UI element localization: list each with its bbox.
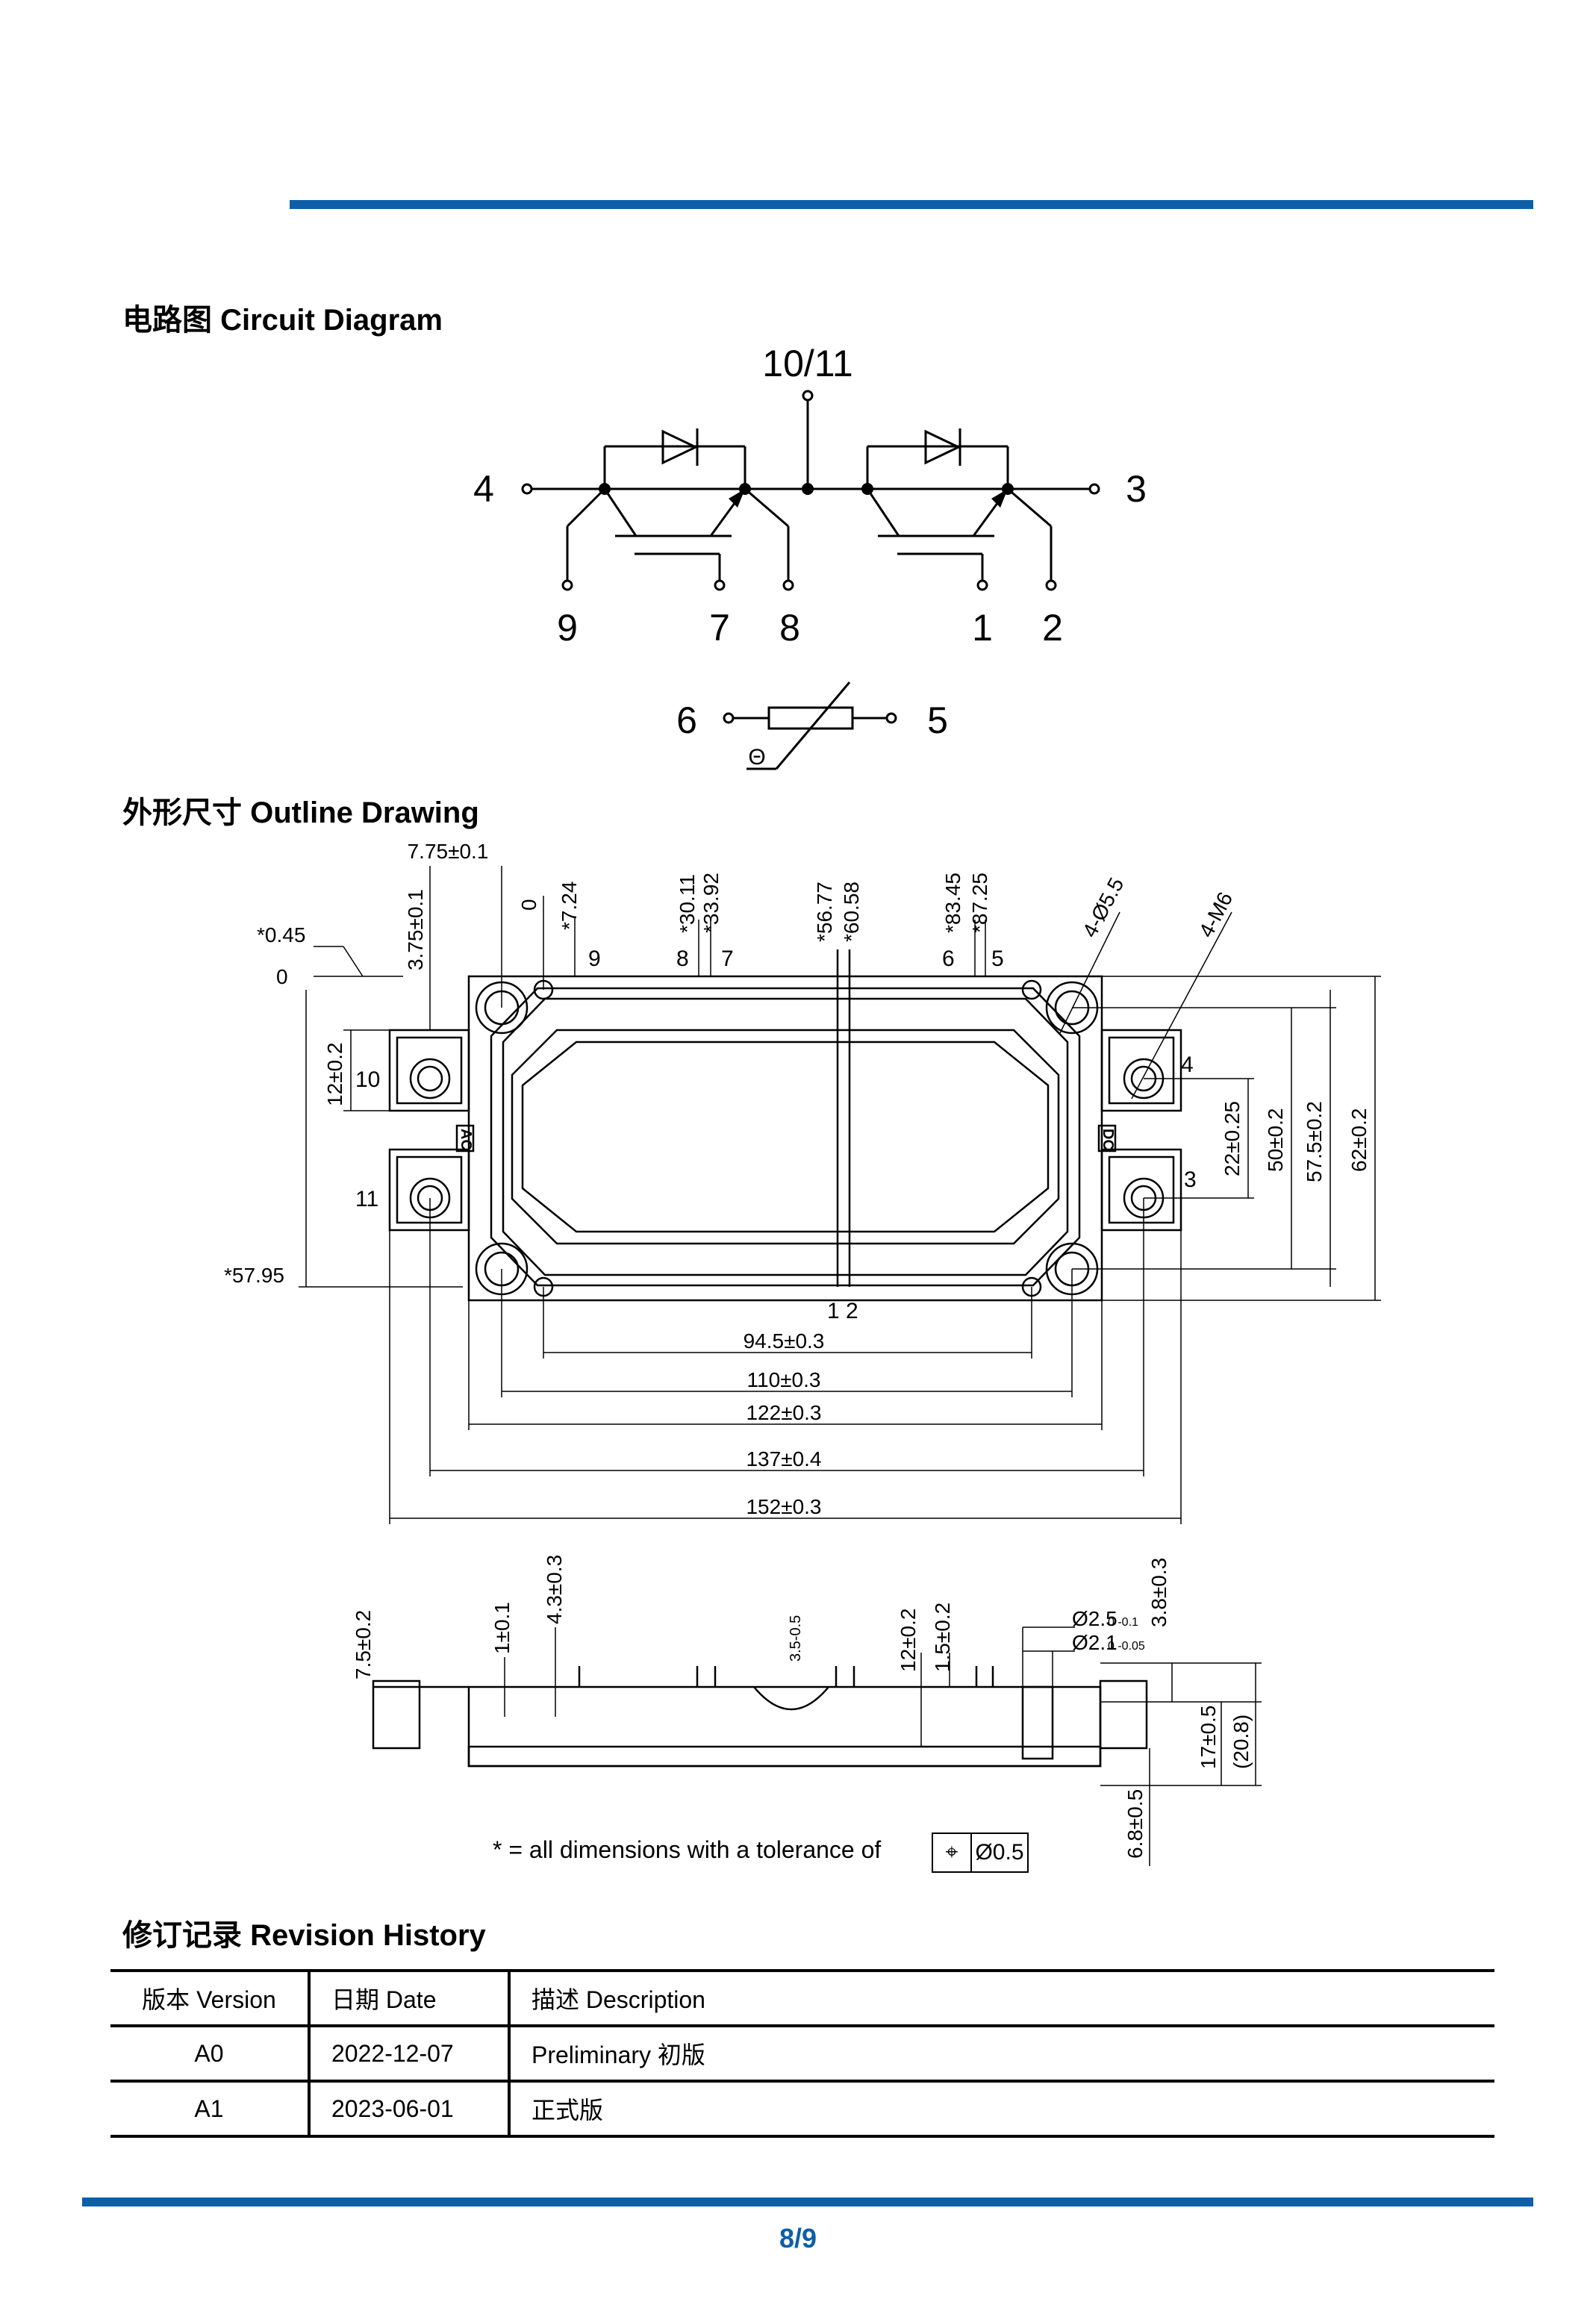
pin-label-4: 4: [473, 468, 494, 510]
dim-94-5: 94.5±0.3: [744, 1329, 825, 1353]
pin-label-10-11: 10/11: [762, 343, 852, 384]
side-dim-d2-1: Ø2.1: [1072, 1631, 1117, 1654]
footer-rule: [82, 2198, 1533, 2206]
dim-22: 22±0.25: [1221, 1101, 1244, 1176]
dim-50: 50±0.2: [1264, 1108, 1287, 1172]
dim-33-92: *33.92: [699, 873, 723, 933]
ac-label: AC: [458, 1129, 474, 1150]
outline-pin-9: 9: [588, 946, 601, 971]
dim-57-5: 57.5±0.2: [1303, 1101, 1326, 1182]
dim-3-75: 3.75±0.1: [404, 889, 427, 970]
page-number: 8/9: [779, 2223, 817, 2253]
circuit-diagram-title: 电路图 Circuit Diagram: [122, 304, 443, 337]
tolerance-note: * = all dimensions with a tolerance of: [493, 1836, 882, 1863]
position-tolerance-icon: ⌖: [933, 1834, 972, 1871]
side-dim-d2-1-tol: 0 -0.05: [1108, 1640, 1145, 1653]
cell-date: 2023-06-01: [308, 2081, 509, 2138]
dim-57-95: *57.95: [224, 1264, 284, 1287]
pin-label-5: 5: [927, 699, 948, 741]
cell-date: 2022-12-07: [308, 2026, 509, 2083]
position-tolerance-value: Ø0.5: [975, 1840, 1024, 1865]
outline-pin-8: 8: [676, 946, 689, 971]
dim-7-75: 7.75±0.1: [408, 840, 489, 863]
outline-pin-3: 3: [1184, 1167, 1197, 1192]
side-dim-1-5: 1.5±0.2: [931, 1603, 954, 1672]
dim-152: 152±0.3: [746, 1495, 821, 1518]
side-dim-6-8: 6.8±0.5: [1123, 1789, 1147, 1859]
dim-83-45: *83.45: [941, 873, 964, 933]
header-version: 版本 Version: [110, 1969, 309, 2027]
outline-pin-10: 10: [355, 1067, 380, 1092]
dc-label: DC: [1100, 1129, 1116, 1150]
revision-history-table: 版本 Version 日期 Date 描述 Description A0 202…: [110, 1969, 1494, 2138]
pin-label-2: 2: [1042, 607, 1063, 649]
pin-label-3: 3: [1126, 468, 1147, 510]
side-dim-17: 17±0.5: [1197, 1706, 1220, 1769]
dim-zero-top: 0: [517, 899, 540, 911]
dim-0-45: *0.45: [257, 923, 305, 946]
outline-pin-5: 5: [991, 946, 1004, 971]
thermistor-theta: Θ: [748, 745, 765, 770]
dim-62: 62±0.2: [1347, 1108, 1371, 1172]
outline-pin-11: 11: [355, 1187, 378, 1211]
header-rule: [290, 200, 1533, 209]
dim-110: 110±0.3: [747, 1368, 821, 1391]
dim-137: 137±0.4: [746, 1447, 821, 1470]
pin-label-1: 1: [972, 607, 993, 649]
dim-7-24: *7.24: [558, 882, 581, 930]
side-dim-d2-5: Ø2.5: [1072, 1607, 1117, 1630]
revision-history-title: 修订记录 Revision History: [122, 1919, 486, 1952]
header-date: 日期 Date: [308, 1969, 509, 2027]
cell-version: A0: [110, 2026, 309, 2083]
dim-30-11: *30.11: [676, 874, 699, 933]
outline-pin-7: 7: [721, 946, 734, 971]
dim-56-77: *56.77: [813, 882, 836, 942]
outline-drawing-title: 外形尺寸 Outline Drawing: [122, 796, 479, 829]
outline-pin-1-2: 1 2: [827, 1299, 858, 1323]
dim-60-58: *60.58: [840, 882, 863, 942]
pin-label-7: 7: [709, 607, 730, 649]
dim-12: 12±0.2: [323, 1043, 346, 1106]
header-description: 描述 Description: [508, 1969, 1494, 2027]
side-dim-4-3: 4.3±0.3: [543, 1555, 566, 1624]
cell-version: A1: [110, 2081, 309, 2138]
dim-4-m6: 4-M6: [1194, 888, 1237, 941]
dim-87-25: *87.25: [968, 873, 991, 933]
outline-pin-6: 6: [942, 946, 955, 971]
dim-4-d5-5: 4-Ø5.5: [1078, 874, 1129, 941]
side-dim-12: 12±0.2: [897, 1609, 920, 1672]
side-dim-3-8: 3.8±0.3: [1147, 1558, 1170, 1627]
side-dim-3-5: 3.5-0.5: [788, 1615, 804, 1662]
dim-zero-left: 0: [276, 965, 288, 988]
dim-122: 122±0.3: [746, 1401, 821, 1424]
pin-label-8: 8: [779, 607, 800, 649]
cell-description: 正式版: [508, 2081, 1494, 2138]
position-tolerance-frame: ⌖ Ø0.5: [932, 1833, 1029, 1873]
pin-label-9: 9: [557, 607, 578, 649]
side-dim-20-8: (20.8): [1229, 1715, 1253, 1769]
side-dim-1: 1±0.1: [490, 1602, 514, 1654]
side-dim-7-5: 7.5±0.2: [352, 1610, 375, 1679]
table-row: A0 2022-12-07 Preliminary 初版: [110, 2026, 1494, 2083]
side-dim-d2-5-tol: 0 -0.1: [1108, 1616, 1138, 1629]
cell-description: Preliminary 初版: [508, 2026, 1494, 2083]
table-header-row: 版本 Version 日期 Date 描述 Description: [110, 1969, 1494, 2027]
outline-pin-4: 4: [1181, 1052, 1194, 1077]
pin-label-6: 6: [676, 699, 697, 741]
table-row: A1 2023-06-01 正式版: [110, 2081, 1494, 2138]
